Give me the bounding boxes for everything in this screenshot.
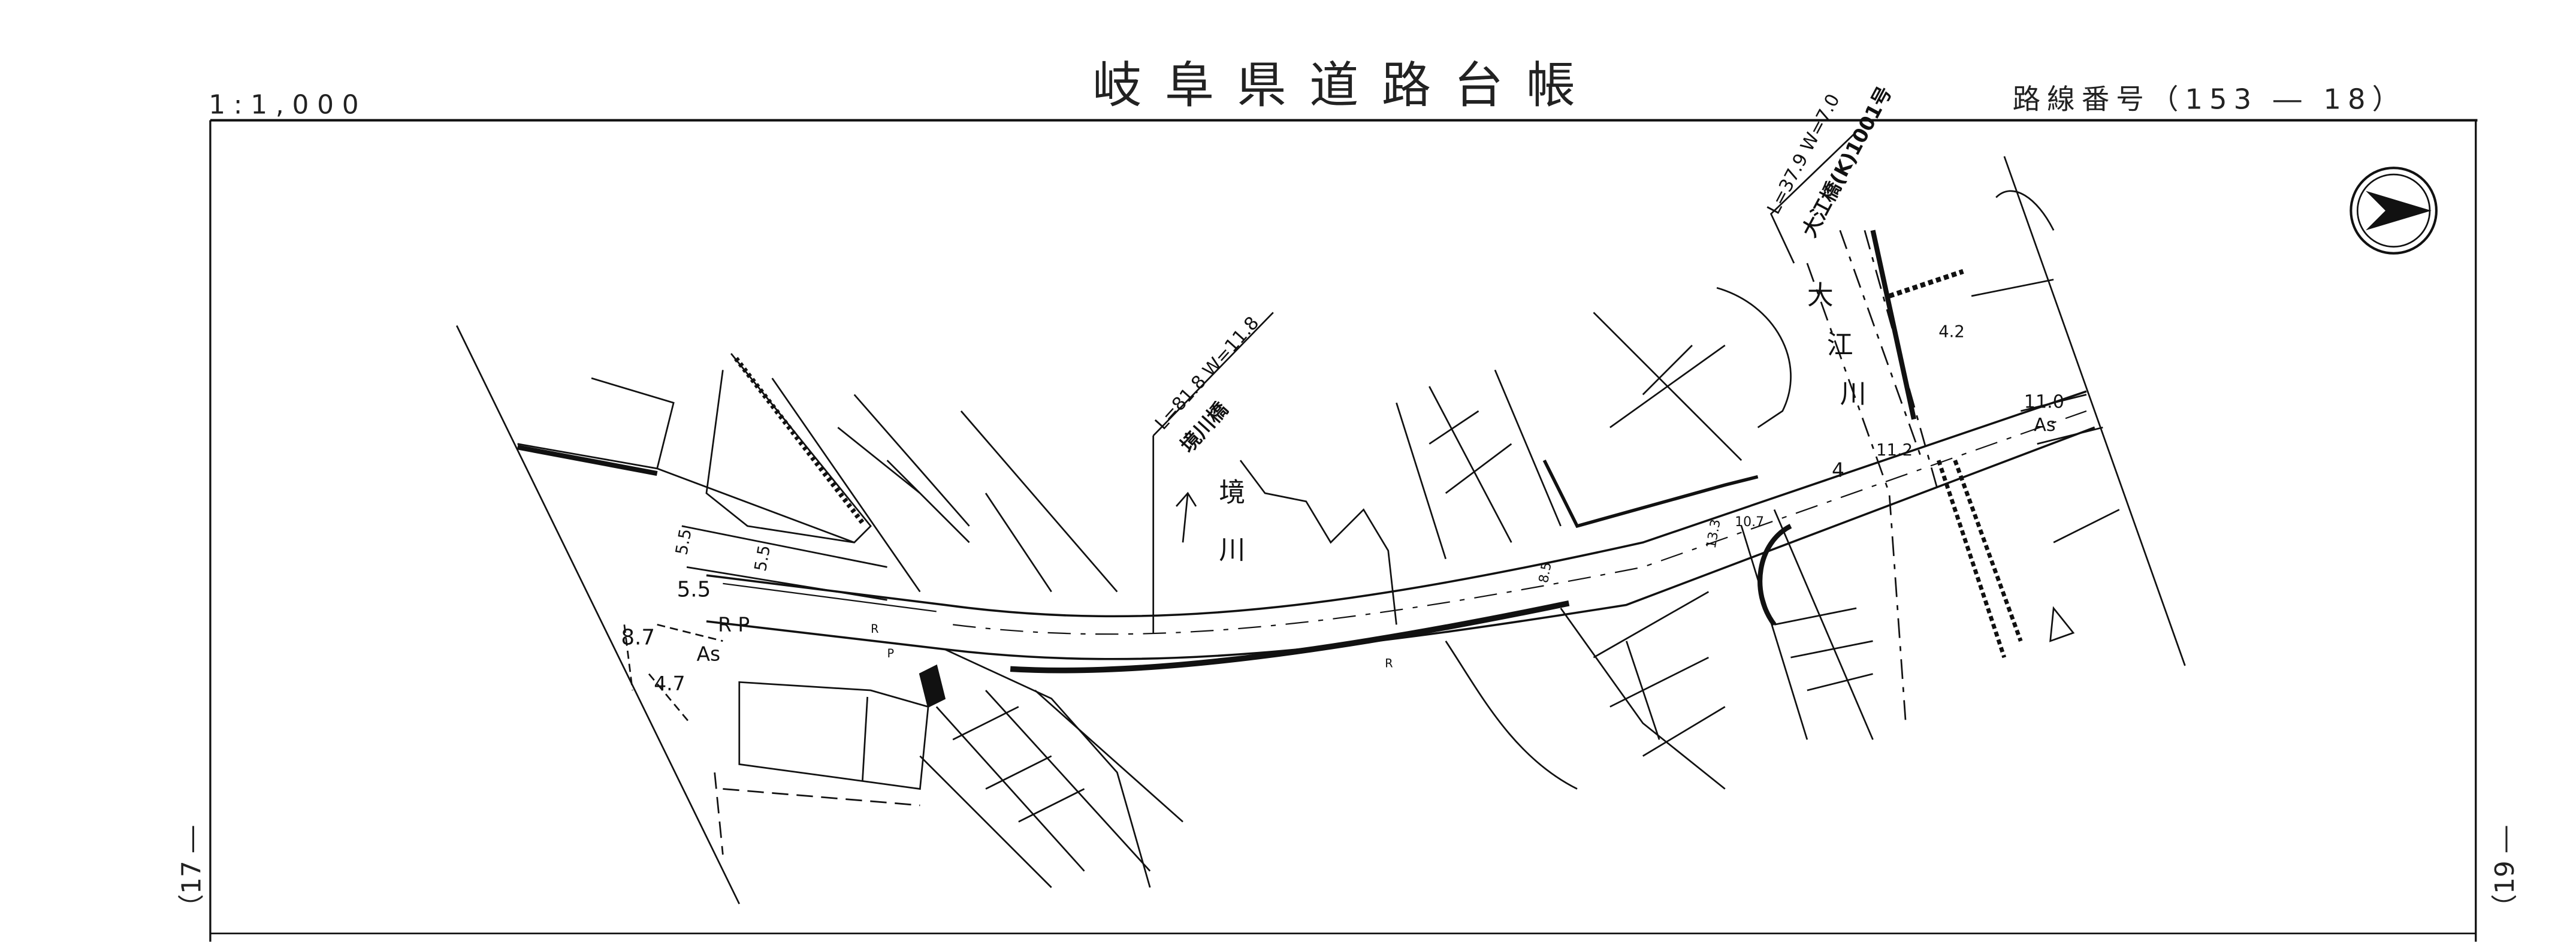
- label-p1: P: [887, 647, 895, 660]
- surface-as-1: As: [2034, 415, 2055, 436]
- width-4: 4: [1832, 458, 1844, 482]
- river1-char1: 境: [1219, 478, 1245, 508]
- river1-char2: 川: [1219, 535, 1245, 566]
- dimension-labels: 4.2 11.0 As 11.2 4 5.5 5.5 5.5 8.7 4.7 R…: [621, 323, 2064, 695]
- label-r1: R: [1385, 657, 1393, 671]
- width-10-7: 10.7: [1735, 515, 1764, 530]
- river2-char2: 江: [1827, 330, 1853, 360]
- width-11-2: 11.2: [1876, 441, 1913, 460]
- right-parcels: [1396, 156, 2186, 790]
- label-r2: R: [871, 622, 878, 636]
- width-5-5-b: 5.5: [751, 544, 774, 573]
- label-rp: R P: [718, 612, 750, 636]
- bridge2-name: 大江橋(K)1001号: [1797, 82, 1896, 240]
- width-11-0: 11.0: [2024, 391, 2064, 412]
- width-4-2: 4.2: [1938, 323, 1965, 342]
- width-8-7: 8.7: [621, 625, 655, 650]
- bridge-sakaigawa: L=81.8 W=11.8 境川橋 境 川: [1151, 312, 1397, 633]
- river2-char1: 大: [1807, 280, 1834, 311]
- width-5-5-c: 5.5: [677, 578, 711, 602]
- width-4-7: 4.7: [654, 672, 685, 695]
- main-road: [706, 390, 2095, 674]
- scale-label: 1:1,000: [209, 90, 367, 120]
- route-number: 路線番号（153 ― 18）: [2013, 83, 2407, 115]
- map-frame: [209, 119, 2478, 942]
- north-arrow-icon: [2349, 167, 2438, 255]
- river2-char3: 川: [1840, 379, 1867, 409]
- width-13-3: 13.3: [1704, 518, 1724, 550]
- surface-as-2: As: [696, 642, 720, 666]
- width-8-5: 8.5: [1536, 561, 1555, 584]
- right-adjacent-sheet: （19 ―: [2490, 826, 2520, 920]
- left-adjacent-sheet: （17 ―: [176, 826, 207, 920]
- left-parcels: [455, 325, 1183, 905]
- width-5-5-a: 5.5: [672, 527, 695, 556]
- page-title: 岐阜県道路台帳: [1092, 57, 1598, 114]
